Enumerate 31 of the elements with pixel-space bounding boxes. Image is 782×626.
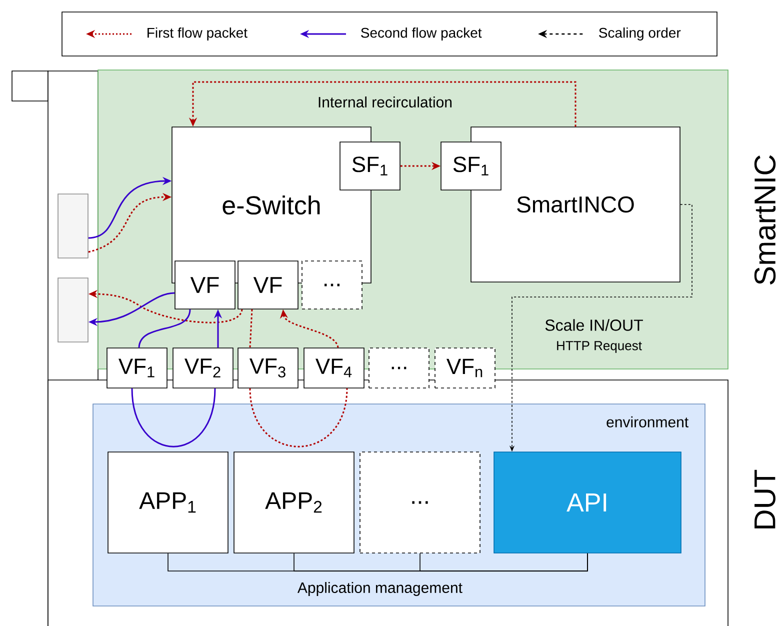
app-box: APP$_{2}$ xyxy=(234,452,354,554)
vf-box: VF$_{n}$ xyxy=(434,348,496,388)
node-label: SmartNIC xyxy=(754,155,776,284)
edge-label: Scale IN/OUT xyxy=(544,318,644,332)
vf-box: VF xyxy=(174,260,236,310)
api-box: API xyxy=(494,452,682,554)
vf-box: VF$_{2}$ xyxy=(172,348,234,388)
function-box: SF$_{1}$ xyxy=(440,142,502,190)
vf-box: VF$_{1}$ xyxy=(106,348,168,388)
legend-text: First flow packet xyxy=(148,27,248,41)
note-text: HTTP Request xyxy=(557,341,642,353)
connector-line xyxy=(138,309,191,348)
placeholder-box: ... xyxy=(360,452,480,554)
bus-line xyxy=(420,553,588,572)
connector-line xyxy=(131,388,216,448)
connector-line xyxy=(249,309,253,348)
app-box: APP$_{1}$ xyxy=(108,452,228,554)
placeholder-box: ... xyxy=(302,260,362,310)
vf-box: VF$_{3}$ xyxy=(238,348,298,388)
port-box xyxy=(58,194,88,258)
port-box xyxy=(58,278,88,342)
node-label: DUT xyxy=(754,470,776,528)
placeholder-box: ... xyxy=(368,348,430,388)
legend-text: Scaling order xyxy=(599,27,681,41)
legend-text: Second flow packet xyxy=(361,27,482,41)
vf-box: VF$_{4}$ xyxy=(304,348,364,388)
edge-label: Internal recirculation xyxy=(316,96,454,108)
connector-line xyxy=(249,388,348,448)
bus-label: Application management xyxy=(297,582,462,596)
vf-box: VF xyxy=(238,260,298,310)
function-box: SF$_{1}$ xyxy=(340,142,400,190)
